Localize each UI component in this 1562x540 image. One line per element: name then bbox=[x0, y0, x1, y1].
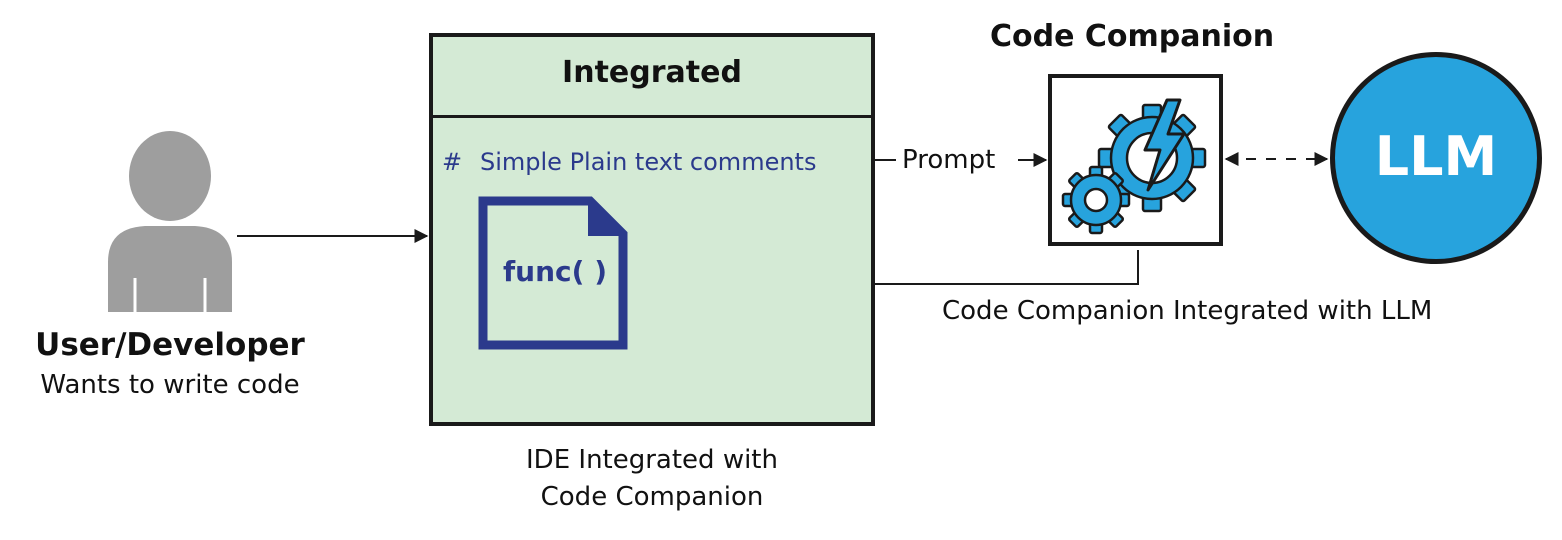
person-icon bbox=[108, 131, 232, 312]
document-icon bbox=[478, 196, 628, 350]
ide-caption-line1: IDE Integrated with bbox=[526, 445, 778, 475]
prompt-label: Prompt bbox=[902, 145, 996, 175]
func-label: func( ) bbox=[503, 255, 607, 288]
user-title: User/Developer bbox=[35, 327, 305, 363]
comment-hash: # bbox=[442, 148, 463, 176]
person-legs bbox=[133, 278, 207, 313]
ide-caption-line2: Code Companion bbox=[540, 482, 764, 512]
code-companion-caption: Code Companion Integrated with LLM bbox=[942, 296, 1433, 326]
ide-header-divider bbox=[433, 115, 871, 118]
llm-circle bbox=[1330, 52, 1542, 264]
ide-panel bbox=[429, 33, 875, 426]
code-companion-title: Code Companion bbox=[990, 19, 1275, 54]
ide-header-title: Integrated bbox=[562, 55, 742, 90]
llm-label: LLM bbox=[1374, 125, 1498, 188]
code-companion-box bbox=[1048, 74, 1223, 246]
comment-text: Simple Plain text comments bbox=[480, 148, 817, 176]
user-subtitle: Wants to write code bbox=[40, 370, 300, 400]
gears-lightning-icon bbox=[1061, 98, 1207, 235]
